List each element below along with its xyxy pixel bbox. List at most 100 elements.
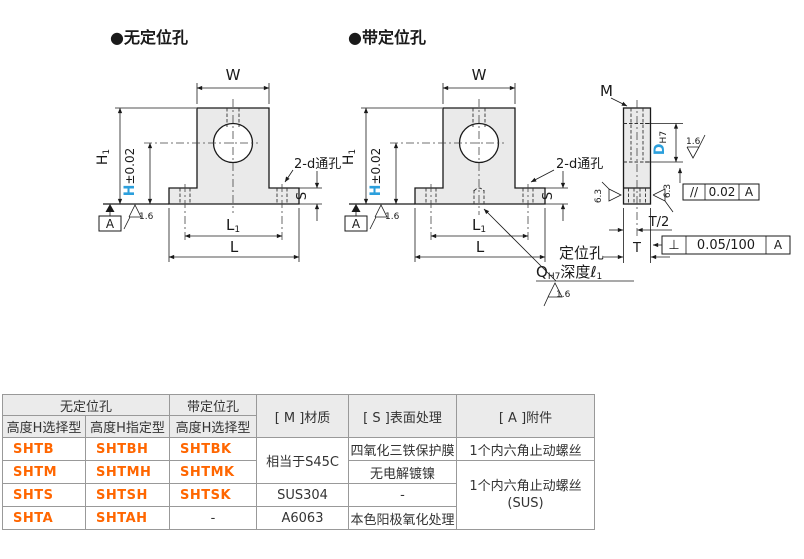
m-thread-label: M: [600, 82, 613, 100]
accessory-line1: 1个内六角止动螺丝: [469, 479, 582, 494]
roughness-6-3-label: 6.3: [663, 184, 673, 198]
front-view-no-hole: W H1 H±0.02 A 1.6: [95, 66, 341, 262]
roughness-1-6-label: 1.6: [556, 290, 571, 300]
dim-s: S: [541, 171, 568, 221]
parallel-symbol: //: [690, 185, 699, 199]
dim-w-label: W: [226, 66, 241, 84]
part-number: SHTS: [2, 483, 86, 507]
m-thread-callout: M: [600, 82, 628, 107]
material-cell: 相当于S45C: [256, 437, 349, 484]
dim-w: W: [442, 66, 516, 104]
accessory-line2: (SUS): [507, 496, 544, 511]
thru-hole-callout: 2-d通孔: [284, 157, 341, 183]
dim-h1-label: H1: [341, 149, 358, 165]
part-number: SHTSK: [169, 483, 257, 507]
locating-hole-spec: QH7深度ℓ1: [536, 263, 602, 282]
datum-a: A: [98, 204, 122, 232]
dim-h1-label: H1: [95, 149, 112, 165]
perpendicularity-tolerance: ⊥ 0.05/100 A: [652, 235, 791, 255]
front-view-with-hole: W H1 H±0.02 A 1.6: [341, 66, 634, 307]
dim-l1-label: L1: [472, 216, 486, 235]
surface-cell: 本色阳极氧化处理: [348, 506, 457, 530]
part-number: SHTMK: [169, 460, 257, 484]
centerlines: [390, 99, 529, 241]
header-height-specify: 高度H指定型: [85, 415, 170, 438]
table-row: SHTB SHTBH SHTBK 相当于S45C 四氧化三铁保护膜 1个内六角止…: [2, 437, 595, 484]
part-number: SHTA: [2, 506, 86, 530]
part-number: SHTB: [2, 437, 86, 461]
dim-t-half: T/2: [609, 208, 672, 263]
header-surface-treatment: [ S ]表面处理: [348, 394, 457, 438]
surface-cell: 无电解镀镍: [348, 460, 457, 484]
part-number: SHTAH: [85, 506, 170, 530]
technical-drawing: ●无定位孔 ●带定位孔 W: [95, 28, 791, 307]
header-material: [ M ]材质: [256, 394, 349, 438]
thru-hole-callout: 2-d通孔: [530, 157, 603, 183]
part-number: SHTM: [2, 460, 86, 484]
table-row: SHTA SHTAH - A6063 本色阳极氧化处理: [2, 506, 595, 530]
roughness-1-6-label: 1.6: [686, 137, 701, 147]
dim-s-label: S: [541, 192, 556, 200]
perpendicular-datum-ref: A: [774, 238, 783, 252]
part-number: SHTBH: [85, 437, 170, 461]
dim-s: S: [295, 171, 322, 221]
dim-d: DH7: [645, 123, 683, 163]
dim-h1: H1: [95, 107, 196, 205]
datum-a: A: [344, 204, 368, 232]
locating-hole: [473, 187, 485, 204]
material-cell: SUS304: [256, 483, 349, 507]
roughness-1-6: 1.6: [123, 204, 154, 230]
roughness-1-6-label: 1.6: [139, 212, 154, 222]
thru-hole-label: 2-d通孔: [294, 157, 341, 172]
dim-l-label: L: [230, 238, 239, 256]
dim-t-half-label: T/2: [648, 215, 670, 230]
dim-t-label: T: [632, 241, 641, 256]
section-title-no-locating-hole: ●无定位孔: [110, 28, 188, 47]
dim-h-label: H±0.02: [368, 148, 384, 197]
dim-l1-label: L1: [226, 216, 240, 235]
roughness-1-6: 1.6: [369, 204, 400, 230]
perpendicular-symbol: ⊥: [668, 238, 679, 253]
locating-hole-callout: 定位孔 QH7深度ℓ1 1.6: [483, 208, 634, 307]
roughness-1-6: 1.6: [543, 282, 571, 307]
dim-h: H±0.02: [122, 142, 153, 205]
parallelism-tolerance: // 0.02 A: [677, 167, 760, 201]
header-accessory: [ A ]附件: [456, 394, 595, 438]
surface-cell: 四氧化三铁保护膜: [348, 437, 457, 461]
dim-l1: L1: [184, 216, 283, 239]
material-cell: A6063: [256, 506, 349, 530]
header-height-select: 高度H选择型: [169, 415, 257, 438]
roughness-6-3-left: 6.3: [594, 181, 622, 203]
thru-hole-label: 2-d通孔: [556, 157, 603, 172]
part-number: SHTMH: [85, 460, 170, 484]
hidden-lines: [425, 108, 534, 204]
datum-a-label: A: [106, 217, 115, 231]
hidden-lines: [179, 108, 288, 204]
section-title-with-locating-hole: ●带定位孔: [348, 28, 426, 47]
dim-d-label: DH7: [652, 131, 669, 155]
header-no-locating-hole: 无定位孔: [2, 394, 170, 416]
dim-h-label: H±0.02: [122, 148, 138, 197]
roughness-6-3-label: 6.3: [594, 189, 604, 203]
part-number: SHTSH: [85, 483, 170, 507]
parallel-value: 0.02: [709, 185, 736, 199]
dim-t: T: [604, 208, 670, 263]
accessory-cell: 1个内六角止动螺丝: [456, 437, 595, 461]
dim-l: L: [414, 208, 546, 262]
part-number-spec-table: 无定位孔 带定位孔 [ M ]材质 [ S ]表面处理 [ A ]附件 高度H选…: [2, 394, 595, 530]
datum-a-label: A: [352, 217, 361, 231]
dim-w: W: [196, 66, 270, 104]
dim-l-label: L: [476, 238, 485, 256]
side-view: M DH7 1.6 6.3 6.3 //: [594, 82, 791, 263]
parallel-datum-ref: A: [745, 185, 754, 199]
dim-l: L: [168, 208, 300, 262]
part-number: SHTBK: [169, 437, 257, 461]
header-height-select: 高度H选择型: [2, 415, 86, 438]
dim-h1: H1: [341, 107, 442, 205]
dim-s-label: S: [295, 192, 310, 200]
dim-h: H±0.02: [368, 142, 399, 205]
locating-hole-title: 定位孔: [559, 244, 604, 262]
part-number-empty: -: [169, 506, 257, 530]
dim-w-label: W: [472, 66, 487, 84]
dim-l1: L1: [430, 216, 529, 239]
